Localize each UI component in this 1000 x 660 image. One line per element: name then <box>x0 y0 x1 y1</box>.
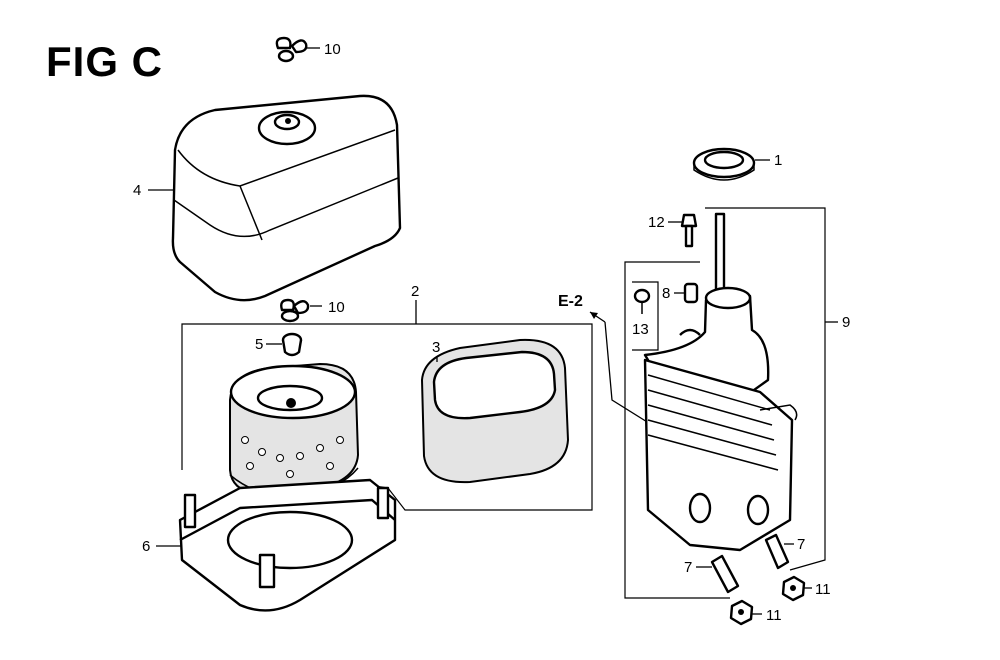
foam-element <box>420 338 570 484</box>
figure-title: FIG C <box>46 38 163 85</box>
callout-11-right: 11 <box>815 581 831 598</box>
callout-7-left: 7 <box>684 559 692 576</box>
callout-2: 2 <box>411 283 419 300</box>
wing-nut-top <box>275 36 308 63</box>
callout-7-right: 7 <box>797 536 805 553</box>
breather-elbow <box>643 212 798 552</box>
callout-12: 12 <box>648 214 665 231</box>
pin-7-left <box>710 554 740 594</box>
wing-nut-lower <box>280 298 310 323</box>
nut-11-bottom <box>729 599 754 626</box>
callout-11-bottom: 11 <box>766 607 782 624</box>
callout-9: 9 <box>842 314 850 331</box>
bolt-12 <box>680 213 698 248</box>
air-cleaner-base <box>178 478 397 612</box>
air-cleaner-cover <box>171 94 402 302</box>
callout-3: 3 <box>432 339 440 356</box>
grommet-5 <box>281 332 303 357</box>
callout-10-top: 10 <box>324 41 341 58</box>
callout-1: 1 <box>774 152 782 169</box>
air-cleaner-element <box>229 362 360 497</box>
callout-13: 13 <box>632 321 649 338</box>
callout-8: 8 <box>662 285 670 302</box>
nut-11-right <box>781 575 806 602</box>
reference-label: E-2 <box>558 293 583 310</box>
callout-5: 5 <box>255 336 263 353</box>
plug-8 <box>683 282 699 304</box>
callout-6: 6 <box>142 538 150 555</box>
callout-10-lower: 10 <box>328 299 345 316</box>
pin-7-right <box>764 533 790 570</box>
clip-13 <box>632 281 659 351</box>
callout-4: 4 <box>133 182 141 199</box>
gasket-ring <box>692 147 756 181</box>
